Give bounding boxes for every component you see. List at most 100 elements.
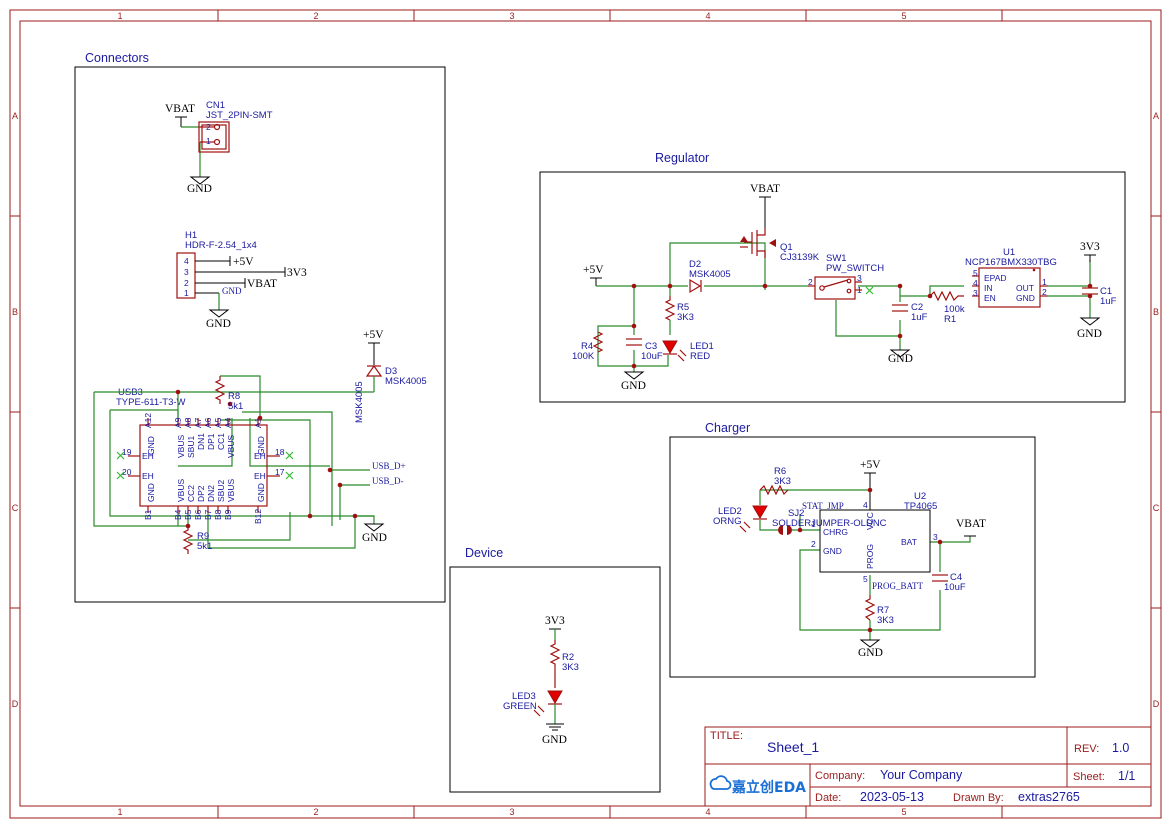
u2-value: TP4065 [904, 501, 937, 512]
cn1-pin-1: 1 [206, 136, 211, 146]
charger-circuit: +5V [759, 459, 971, 640]
usb3-pin-label: CC1 [216, 433, 226, 450]
usb3-pin-label: VBUS [226, 479, 236, 502]
cn1-connector[interactable]: VBAT 2 1 CN1 JST_2PIN-SMT GND [165, 100, 273, 195]
led2[interactable]: LED2 ORNG [713, 505, 768, 533]
title-block: TITLE: Sheet_1 REV: 1.0 嘉立创EDA Company: … [704, 726, 1152, 807]
u1-pin: 5 [973, 268, 978, 278]
h1-ref: H1 [185, 230, 197, 241]
led1[interactable]: LED1 RED [662, 340, 714, 362]
usb3-pin: B12 [253, 509, 263, 524]
r6-ref: R6 [774, 466, 786, 477]
regulator-box [539, 171, 1126, 403]
u2-pin: 2 [811, 539, 816, 549]
usb3-pin: A1 [253, 417, 263, 428]
usb3-pin-label: GND [146, 436, 156, 455]
r4-resistor[interactable]: R4 100K [572, 331, 604, 362]
c3-value: 10uF [641, 351, 663, 362]
usb3-pin: A8 [183, 417, 193, 428]
date-value: 2023-05-13 [860, 790, 924, 804]
r1-ref: R1 [944, 314, 956, 325]
r5-resistor[interactable]: R5 3K3 [664, 296, 694, 323]
led2-value: ORNG [713, 516, 742, 527]
ground-symbol [363, 523, 385, 532]
drawing-frame [9, 9, 1162, 819]
ground-symbol [189, 176, 211, 185]
usb3-pin-label: VBUS [226, 435, 236, 458]
usb3-pin-label: DP1 [206, 433, 216, 450]
col-label-top: 4 [705, 11, 710, 21]
q1-ref: Q1 [780, 242, 793, 253]
charger-box [669, 436, 1036, 678]
sw1-value: PW_SWITCH [826, 263, 884, 274]
charger-stat-net: STAT_JMP [802, 501, 844, 511]
usb3-connector[interactable]: USB3 TYPE-611-T3-W [93, 375, 406, 549]
u1-pin-label: EN [984, 293, 996, 303]
u1-regulator-ic[interactable]: U1 NCP167BMX330TBG 5 4 3 EPAD IN EN OUT … [965, 247, 1057, 308]
usb3-pin: A5 [213, 417, 223, 428]
h1-net-vbat: VBAT [247, 278, 277, 290]
c3-ref: C3 [645, 341, 657, 352]
regulator-gnd-2: GND [888, 353, 913, 365]
ground-symbol [889, 349, 911, 358]
u2-charger-ic[interactable]: U2 TP4065 CHRG GND VCC PROG BAT 1 2 4 5 … [811, 491, 938, 584]
u1-value: NCP167BMX330TBG [965, 257, 1057, 268]
sheet-label: Sheet: [1073, 771, 1105, 783]
h1-header[interactable]: H1 HDR-F-2.54_1x4 4 3 2 1 +5V 3V3 VBAT G… [176, 230, 307, 330]
c2-capacitor[interactable]: C2 1uF GND [888, 302, 928, 365]
usb3-eh-label: EH [254, 471, 266, 481]
usb3-pin-label: CC2 [186, 485, 196, 502]
q1-mosfet[interactable]: VBAT Q1 CJ3139K [740, 183, 820, 263]
u2-pin-label: VCC [865, 512, 875, 530]
h1-pin-3: 3 [184, 267, 189, 277]
cn1-value: JST_2PIN-SMT [206, 110, 273, 121]
regulator-input-net: +5V [583, 264, 604, 276]
u2-pin-label: GND [823, 546, 842, 556]
r7-resistor[interactable]: R7 3K3 GND [858, 595, 894, 659]
charger-prog-net: PROG_BATT [872, 581, 924, 591]
r9-resistor[interactable]: R9 5k1 [182, 526, 212, 554]
led3-value: GREEN [503, 701, 537, 712]
usb3-value: TYPE-611-T3-W [116, 397, 186, 408]
c3-capacitor[interactable]: C3 10uF GND [621, 338, 663, 392]
h1-gnd-label: GND [222, 286, 242, 296]
regulator-gnd-3: GND [1077, 328, 1102, 340]
u2-ref: U2 [914, 491, 926, 502]
usb3-pin: A9 [173, 417, 183, 428]
sw1-switch[interactable]: SW1 PW_SWITCH 2 3 1 [808, 253, 884, 300]
r1-resistor[interactable]: 100k R1 [929, 290, 965, 325]
led3-ref: LED3 [512, 691, 536, 702]
r8-value: 5k1 [228, 401, 243, 412]
u1-pin: 3 [973, 288, 978, 298]
r5-ref: R5 [677, 302, 689, 313]
sj2-solder-jumper[interactable]: SJ2 SOLDERJUMPER-OLDNC STAT_JMP [772, 501, 887, 535]
col-label-bottom: 2 [313, 807, 318, 817]
sheet-title: Sheet_1 [767, 739, 819, 755]
frame-column-labels: 1 2 3 4 5 1 2 3 4 5 [117, 11, 906, 817]
col-label-bottom: 1 [117, 807, 122, 817]
r8-resistor[interactable]: R8 5k1 [214, 376, 243, 412]
u1-pin: 2 [1042, 287, 1047, 297]
d3-diode[interactable]: +5V D3 MSK4005 MSK4005 [354, 329, 427, 423]
usb3-pin-label: SBU1 [186, 436, 196, 458]
r6-resistor[interactable]: R6 3K3 [759, 466, 791, 496]
device-box [449, 566, 661, 793]
c4-capacitor[interactable]: C4 10uF [932, 572, 966, 593]
u2-pin-label: CHRG [823, 527, 848, 537]
u1-pin: 1 [1042, 277, 1047, 287]
u2-pin: 3 [933, 532, 938, 542]
row-label-right: B [1153, 307, 1159, 317]
usb3-pin-label: GND [146, 483, 156, 502]
u2-pin: 4 [863, 500, 868, 510]
device-circuit[interactable]: 3V3 R2 3K3 LED3 GREEN GND [503, 615, 579, 746]
ground-symbol [859, 639, 881, 648]
d2-diode[interactable]: D2 MSK4005 [689, 259, 731, 294]
usb3-eh-label: EH [142, 471, 154, 481]
row-label-left: B [12, 307, 18, 317]
led1-ref: LED1 [690, 341, 714, 352]
col-label-top: 3 [509, 11, 514, 21]
c1-capacitor[interactable]: 3V3 C1 1uF GND [1077, 241, 1117, 340]
charger-vbat-net: VBAT [956, 518, 986, 530]
frame-row-labels: A B C D A B C D [12, 111, 1160, 709]
q1-net: VBAT [750, 183, 780, 195]
